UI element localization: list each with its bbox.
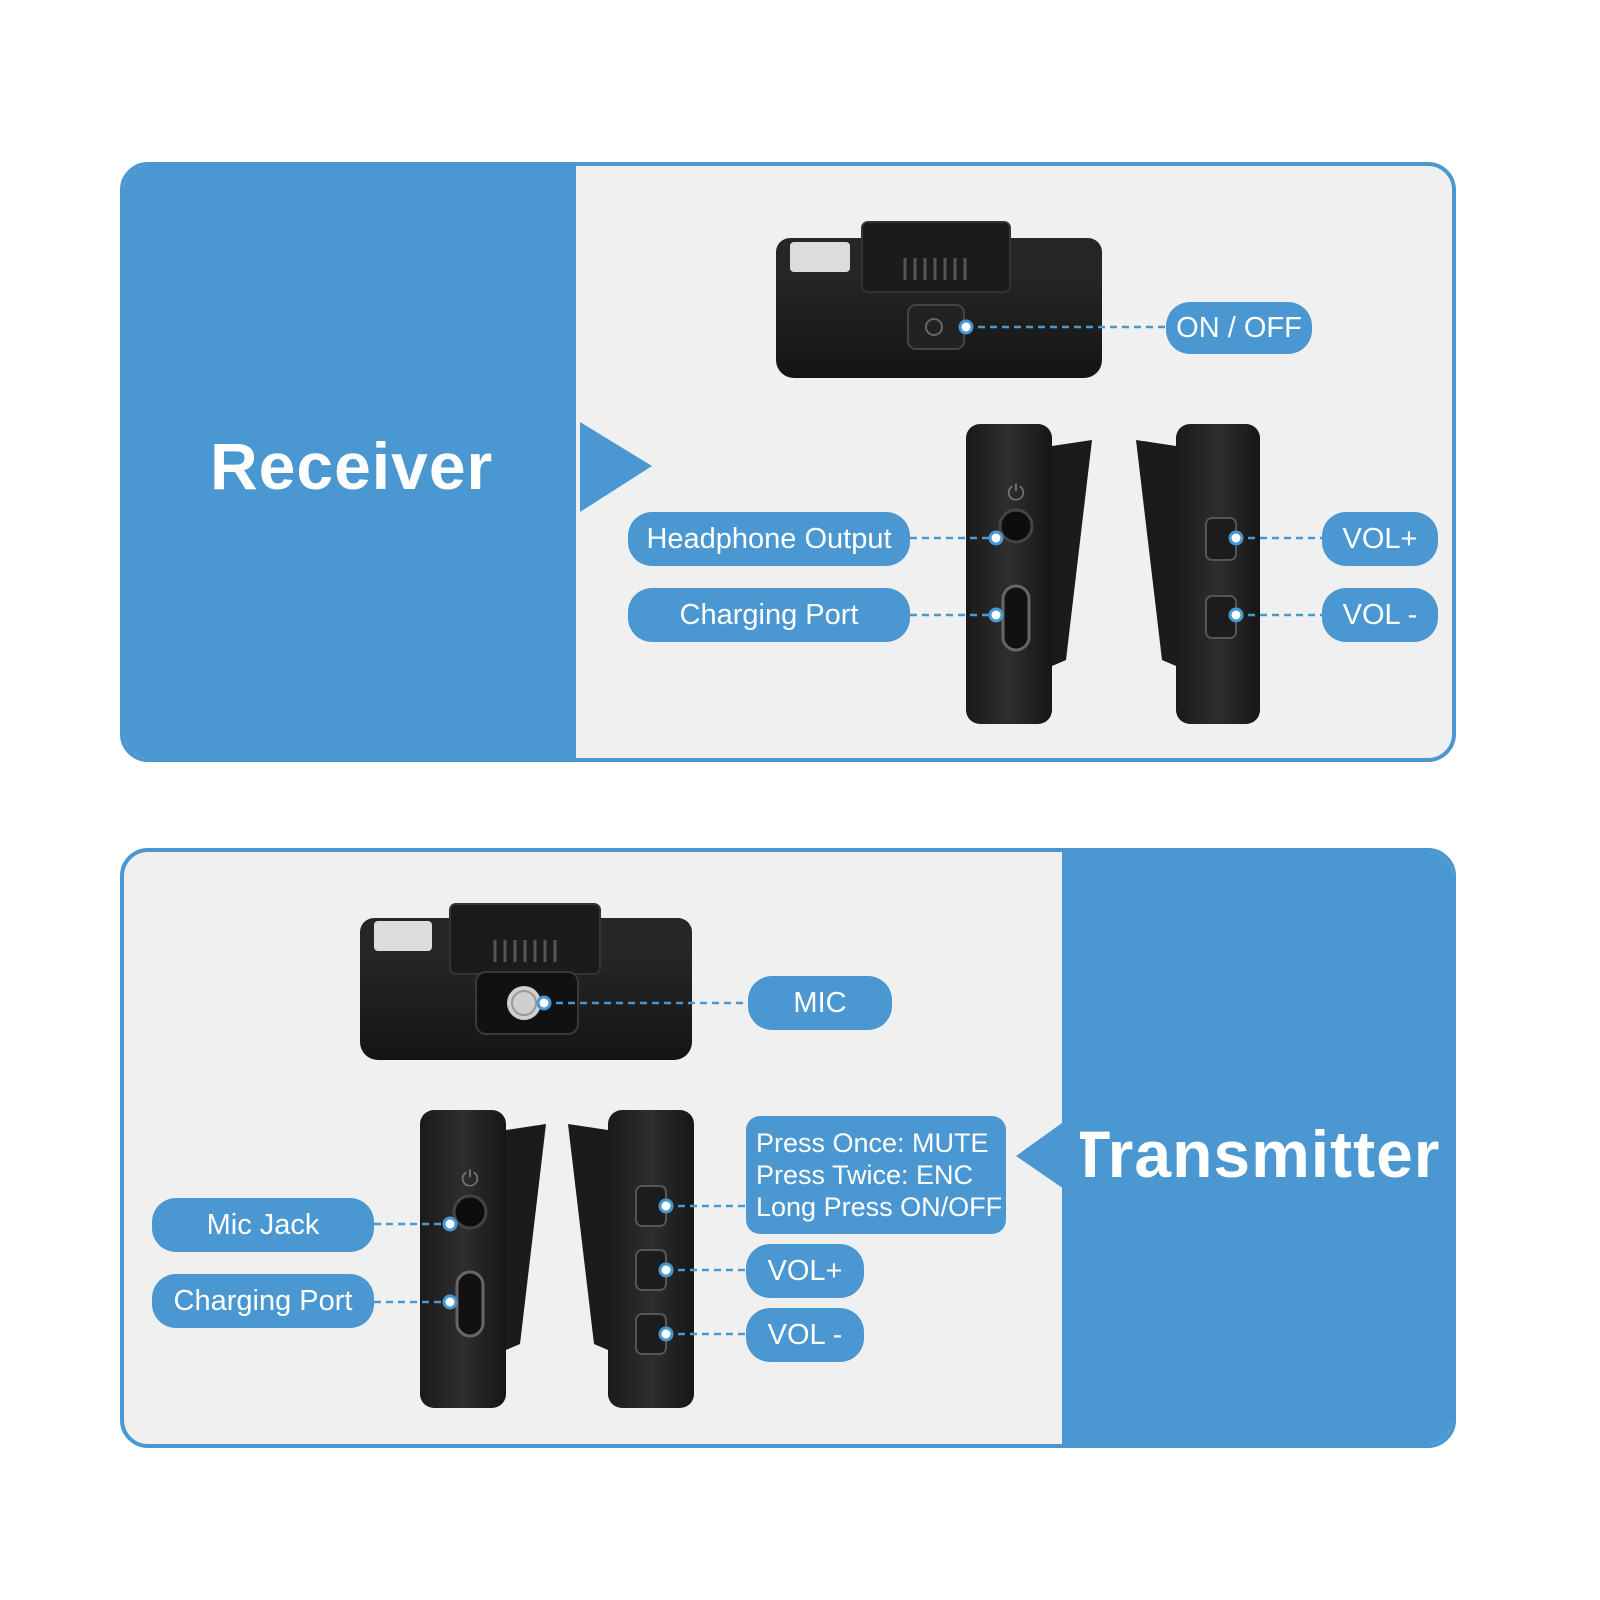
receiver-charging-port-label: Charging Port: [628, 588, 910, 642]
receiver-pointer: [580, 422, 652, 512]
receiver-on-off-label: ON / OFF: [1166, 302, 1312, 354]
transmitter-charging-port-label: Charging Port: [152, 1274, 374, 1328]
transmitter-pointer: [1016, 1110, 1080, 1200]
svg-text:⏻: ⏻: [1007, 481, 1024, 506]
press-twice-text: Press Twice: ENC: [756, 1160, 974, 1190]
svg-text:⏻: ⏻: [461, 1167, 478, 1192]
transmitter-top-device: [360, 903, 692, 1060]
receiver-title-block: [124, 166, 576, 758]
leader-lines: [374, 325, 1322, 1336]
leader-endpoints: [442, 319, 1244, 1342]
receiver-headphone-output-label: Headphone Output: [628, 512, 910, 566]
transmitter-vol-minus-label: VOL -: [746, 1308, 864, 1362]
receiver-top-device: [776, 221, 1102, 378]
transmitter-side-device-left: ⏻: [420, 1110, 546, 1408]
transmitter-title: Transmitter: [1070, 1117, 1441, 1191]
transmitter-side-device-right: [568, 1110, 694, 1408]
transmitter-power-button-label: Press Once: MUTE Press Twice: ENC Long P…: [746, 1116, 1006, 1234]
receiver-side-device-left: ⏻: [966, 424, 1092, 724]
press-once-text: Press Once: MUTE: [756, 1128, 989, 1158]
transmitter-mic-jack-label: Mic Jack: [152, 1198, 374, 1252]
transmitter-mic-label: MIC: [748, 976, 892, 1030]
receiver-side-device-right: [1136, 424, 1260, 724]
long-press-text: Long Press ON/OFF: [756, 1192, 1003, 1222]
transmitter-title-block: [1062, 852, 1452, 1444]
receiver-vol-minus-label: VOL -: [1322, 588, 1438, 642]
transmitter-vol-plus-label: VOL+: [746, 1244, 864, 1298]
receiver-vol-plus-label: VOL+: [1322, 512, 1438, 566]
receiver-title: Receiver: [210, 429, 494, 503]
